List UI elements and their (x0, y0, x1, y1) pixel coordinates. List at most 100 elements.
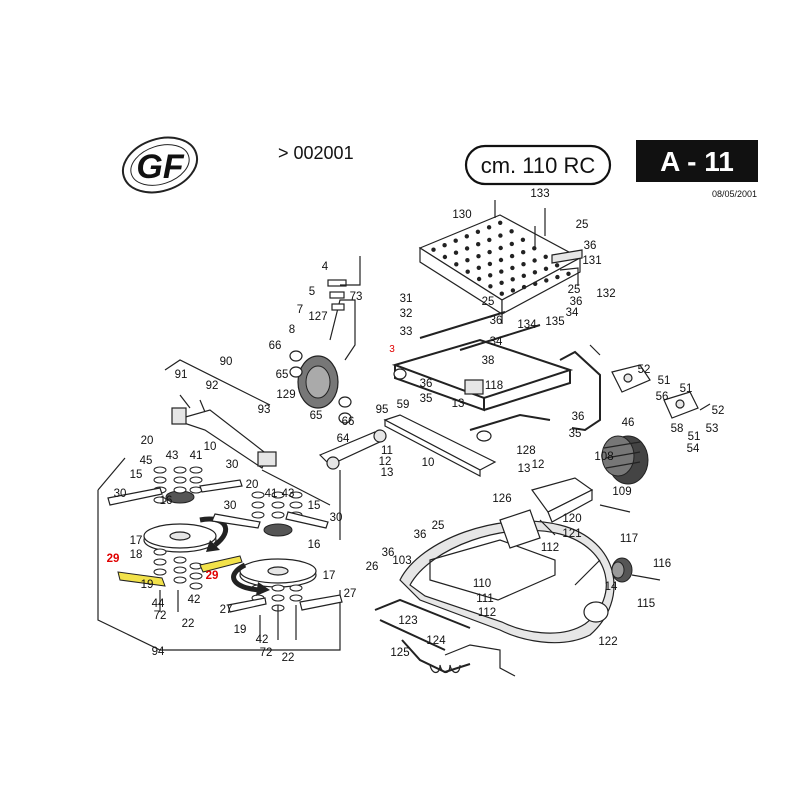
platform-assembly (418, 200, 583, 324)
callout-13: 13 (452, 398, 465, 410)
callout-109: 109 (612, 486, 631, 498)
lever-rods (374, 598, 516, 677)
callout-25: 25 (576, 219, 589, 231)
callout-108: 108 (594, 451, 613, 463)
callout-44: 44 (152, 598, 165, 610)
callout-121: 121 (562, 528, 581, 540)
callout-122: 122 (598, 636, 617, 648)
callout-36: 36 (584, 240, 597, 252)
callout-20: 20 (246, 479, 259, 491)
page-code: A - 11 (660, 146, 734, 177)
callout-3: 3 (389, 344, 395, 355)
callout-127: 127 (308, 311, 327, 323)
callout-31: 31 (400, 293, 413, 305)
callout-72: 72 (260, 647, 273, 659)
right-brackets (589, 344, 711, 419)
callout-18: 18 (130, 549, 143, 561)
callout-42: 42 (188, 594, 201, 606)
model-label: cm. 110 RC (481, 153, 596, 178)
callout-4: 4 (322, 261, 329, 273)
callout-12: 12 (379, 456, 392, 468)
callout-131: 131 (582, 255, 601, 267)
callout-14: 14 (605, 581, 618, 593)
callout-126: 126 (492, 493, 511, 505)
callout-110: 110 (473, 578, 491, 590)
callout-94: 94 (152, 646, 165, 658)
drive-wheel-assembly (289, 256, 361, 424)
callout-59: 59 (397, 399, 410, 411)
callout-72: 72 (154, 610, 167, 622)
callout-27: 27 (344, 588, 357, 600)
callout-35: 35 (420, 393, 433, 405)
callout-16: 16 (308, 539, 321, 551)
callout-22: 22 (182, 618, 195, 630)
callout-58: 58 (671, 423, 684, 435)
callout-52: 52 (712, 405, 725, 417)
callout-30: 30 (330, 512, 343, 524)
callout-90: 90 (220, 356, 233, 368)
support-bar-edge (384, 419, 481, 477)
callout-53: 53 (706, 423, 719, 435)
callout-65: 65 (276, 369, 289, 381)
callout-95: 95 (376, 404, 389, 416)
callout-36: 36 (490, 315, 503, 327)
callout-112: 112 (541, 542, 559, 554)
callout-25: 25 (432, 520, 445, 532)
callout-129: 129 (276, 389, 295, 401)
callout-36: 36 (382, 547, 395, 559)
callout-13: 13 (518, 463, 531, 475)
callout-73: 73 (350, 291, 363, 303)
support-bar (383, 414, 497, 471)
spring-roller (601, 435, 649, 485)
callout-41: 41 (265, 488, 278, 500)
logo-text: GF (136, 148, 184, 186)
callout-132: 132 (596, 288, 615, 300)
callout-27: 27 (220, 604, 233, 616)
callout-92: 92 (206, 380, 219, 392)
idler-pulley (611, 557, 661, 583)
callout-30: 30 (226, 459, 239, 471)
callout-16: 16 (160, 495, 173, 507)
discharge-chute (531, 477, 631, 523)
callout-25: 25 (482, 296, 495, 308)
serial-number: > 002001 (278, 143, 354, 163)
callout-111: 111 (476, 593, 493, 605)
callout-15: 15 (130, 469, 143, 481)
callout-5: 5 (309, 286, 315, 298)
callout-135: 135 (545, 316, 564, 328)
callout-112: 112 (478, 607, 496, 619)
callout-65: 65 (310, 410, 323, 422)
callout-19: 19 (141, 579, 154, 591)
callout-22: 22 (282, 652, 295, 664)
callout-46: 46 (622, 417, 635, 429)
callout-52: 52 (638, 364, 651, 376)
callout-38: 38 (482, 355, 495, 367)
callout-12: 12 (532, 459, 545, 471)
callout-41: 41 (190, 450, 203, 462)
callout-29: 29 (206, 570, 219, 582)
callout-17: 17 (323, 570, 336, 582)
callout-25: 25 (568, 284, 581, 296)
callout-130: 130 (452, 209, 471, 221)
deck-frame (391, 311, 601, 442)
callout-30: 30 (114, 488, 127, 500)
page-code-badge (636, 140, 758, 182)
callout-35: 35 (569, 428, 582, 440)
callout-11: 11 (381, 445, 393, 457)
callout-54: 54 (687, 443, 700, 455)
callout-42: 42 (256, 634, 269, 646)
gf-logo: GF (121, 136, 199, 194)
callout-118: 118 (485, 380, 503, 392)
callout-116: 116 (653, 558, 671, 570)
callout-7: 7 (297, 304, 303, 316)
callout-45: 45 (140, 455, 153, 467)
callout-17: 17 (130, 535, 143, 547)
callout-10: 10 (204, 441, 217, 453)
mower-deck (399, 509, 615, 644)
callout-133: 133 (530, 188, 549, 200)
callout-103: 103 (392, 555, 411, 567)
callout-56: 56 (656, 391, 669, 403)
callout-26: 26 (366, 561, 379, 573)
callout-20: 20 (141, 435, 154, 447)
